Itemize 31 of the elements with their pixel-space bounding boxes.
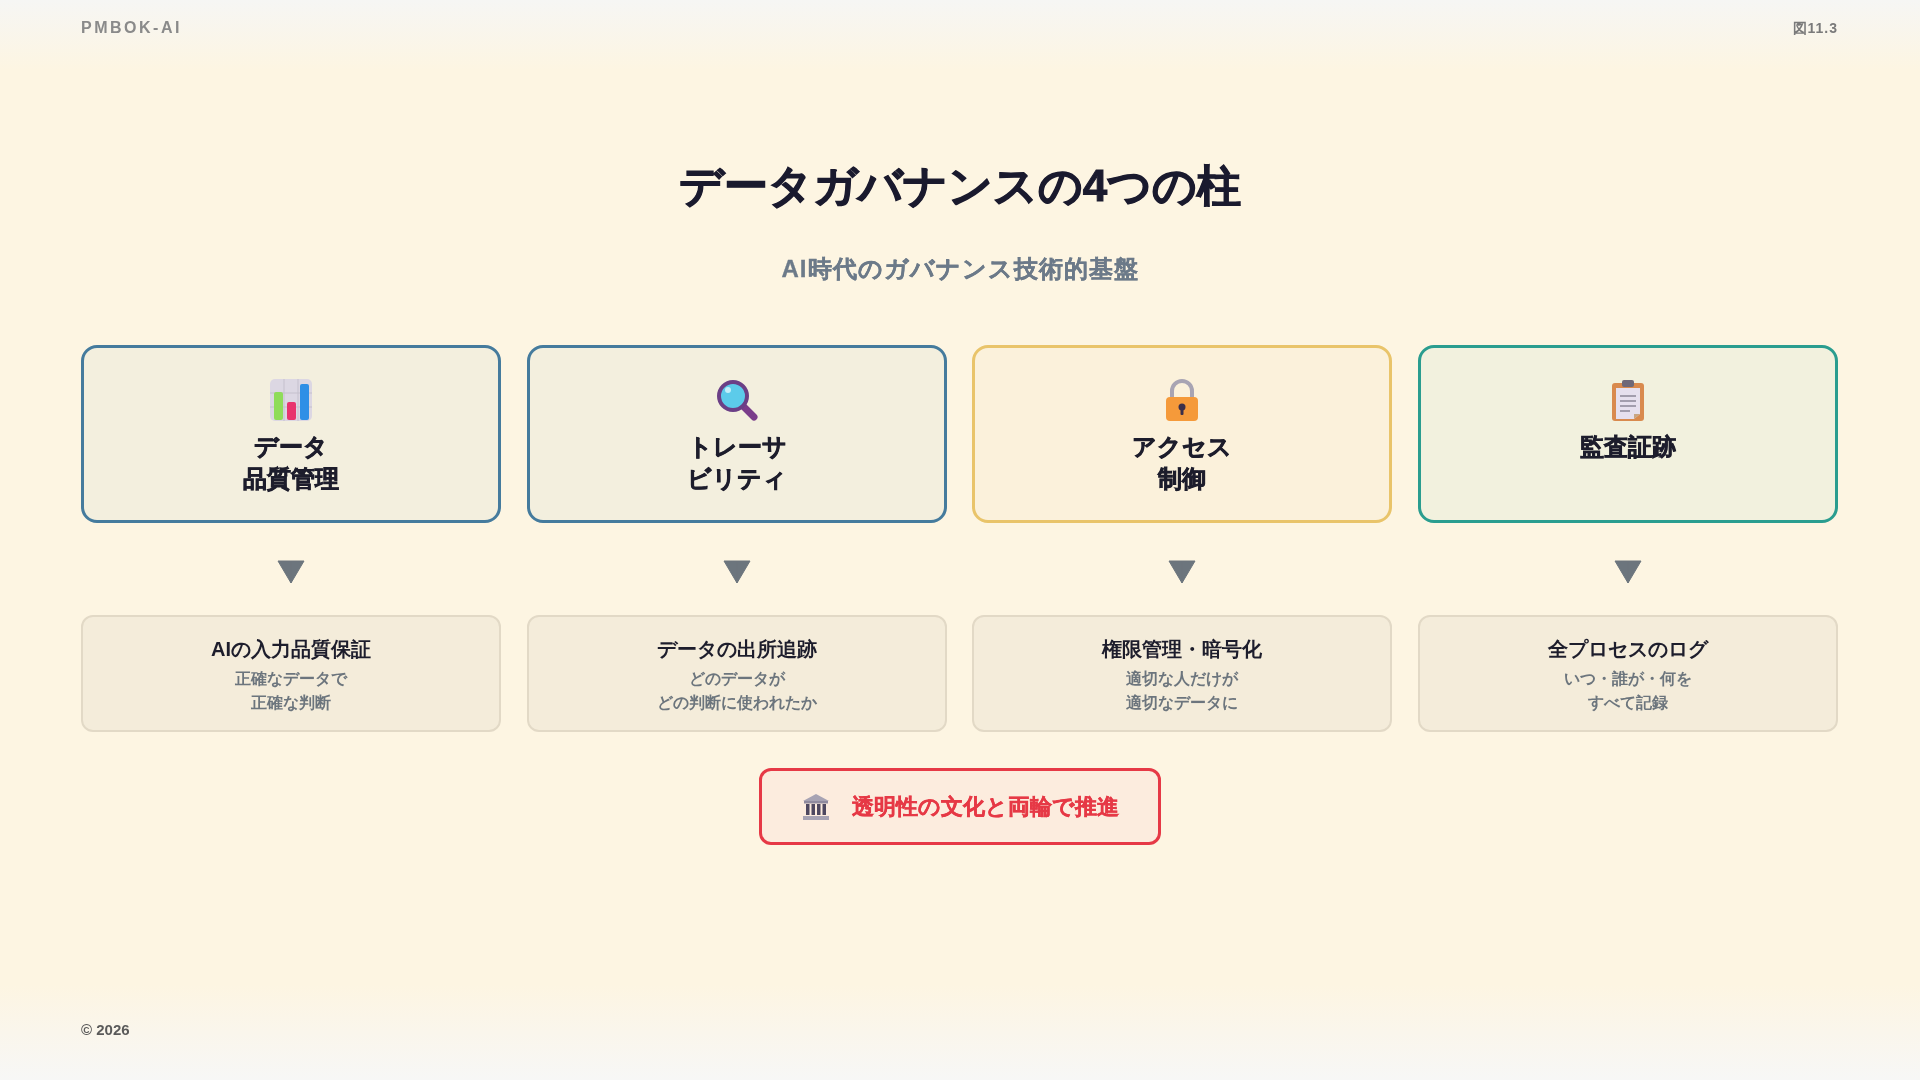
pillar-card (527, 345, 947, 523)
header-label: PMBOK-AI (81, 18, 182, 38)
detail-card (1418, 615, 1838, 732)
detail-heading: データの出所追跡 (657, 637, 817, 662)
arrow (277, 560, 305, 584)
arrow (723, 560, 751, 584)
pillar-title: トレーサビリティ (687, 432, 787, 494)
title: データガバナンスの4つの柱 (678, 160, 1242, 212)
arrow (1614, 560, 1642, 584)
copyright-text: © 2026 (81, 1020, 130, 1040)
arrow (1168, 560, 1196, 584)
pillar-title: アクセス制御 (1132, 432, 1232, 494)
banner-text: 透明性の文化と両輪で推進 (851, 792, 1119, 821)
pillar-card (1418, 345, 1838, 523)
detail-text: いつ・誰が・何をすべて記録 (1564, 669, 1692, 713)
figure-number: 図11.3 (1792, 19, 1838, 37)
pillar-title: データ品質管理 (243, 432, 339, 494)
subtitle: AI時代のガバナンス技術的基盤 (781, 254, 1139, 284)
pillar-card (81, 345, 501, 523)
detail-heading: AIの入力品質保証 (211, 637, 371, 662)
pillar-card (972, 345, 1392, 523)
detail-card (972, 615, 1392, 732)
detail-heading: 全プロセスのログ (1548, 637, 1708, 662)
detail-heading: 権限管理・暗号化 (1102, 637, 1262, 662)
detail-text: 適切な人だけが適切なデータに (1126, 669, 1238, 714)
pillar-title: 監査証跡 (1580, 432, 1676, 462)
banner (759, 768, 1161, 845)
detail-card (527, 615, 947, 732)
detail-text: 正確なデータで正確な判断 (235, 669, 347, 714)
detail-card (81, 615, 501, 732)
detail-text: どのデータがどの判断に使われたか (657, 669, 817, 713)
